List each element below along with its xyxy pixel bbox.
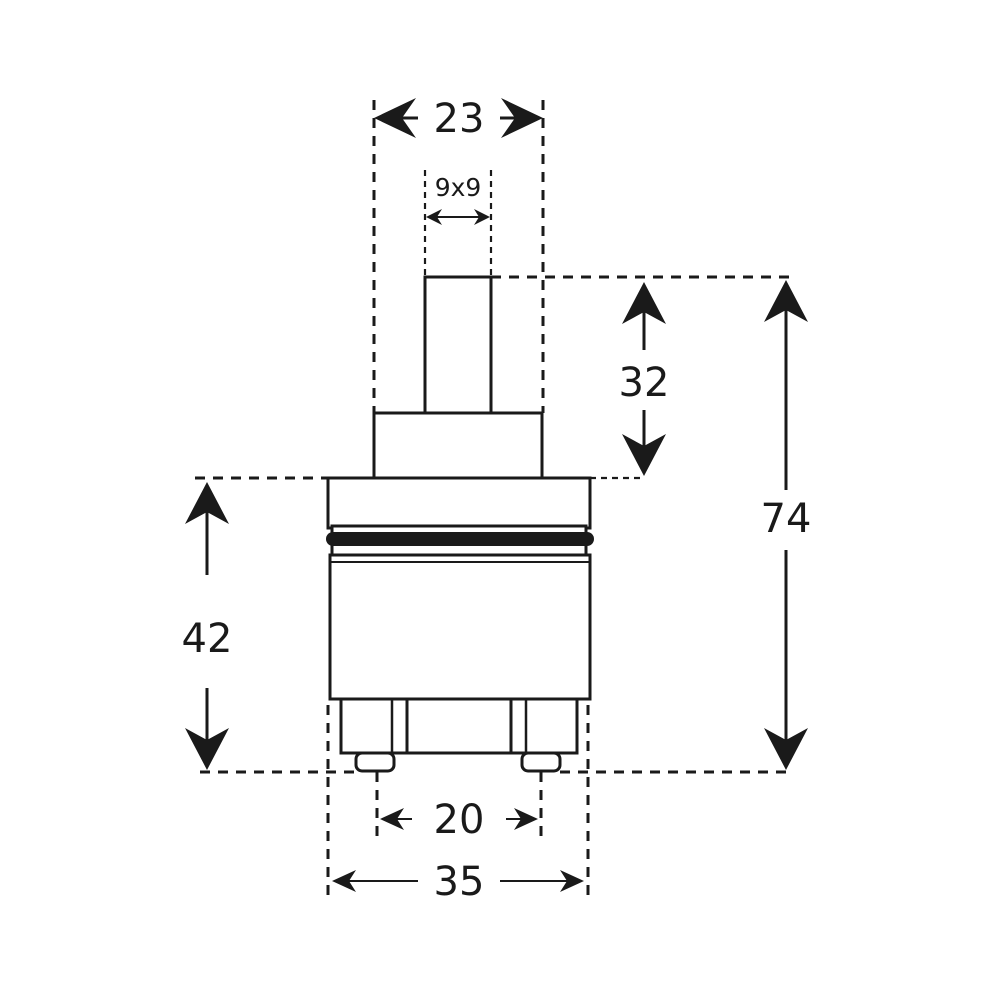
- cartridge-outline: [326, 275, 594, 773]
- left-pin-body: [339, 697, 409, 755]
- right-pin-body: [509, 697, 579, 755]
- extension-lines: [195, 100, 790, 895]
- stem: [423, 275, 493, 415]
- arrow-right-icon: [501, 98, 543, 138]
- body-top-section: [326, 476, 592, 530]
- dim-label-35: 35: [434, 859, 485, 905]
- left-pin: [354, 751, 396, 773]
- dim-top-width: 23: [374, 96, 543, 142]
- dim-label-20: 20: [434, 797, 485, 843]
- dim-stem-square: 9x9: [426, 173, 490, 225]
- arrow-up-icon: [764, 280, 808, 322]
- dim-total-height: 74: [761, 280, 812, 770]
- arrow-right-icon: [560, 870, 584, 892]
- arrow-left-icon: [380, 808, 404, 830]
- arrow-right-icon: [474, 209, 490, 225]
- arrow-down-icon: [185, 728, 229, 770]
- arrow-left-icon: [332, 870, 356, 892]
- arrow-down-icon: [764, 728, 808, 770]
- dim-label-74: 74: [761, 496, 812, 542]
- arrow-down-icon: [622, 434, 666, 476]
- dim-label-9x9: 9x9: [435, 173, 482, 202]
- dim-label-32: 32: [619, 360, 670, 406]
- arrow-left-icon: [374, 98, 416, 138]
- arrow-up-icon: [185, 482, 229, 524]
- dim-base-width: 35: [332, 859, 584, 905]
- stem-collar: [372, 411, 544, 480]
- dim-body-height: 42: [182, 482, 233, 770]
- dim-stem-height: 32: [619, 282, 670, 476]
- o-ring: [326, 532, 594, 546]
- dim-label-42: 42: [182, 616, 233, 662]
- body-lower-section: [328, 553, 592, 701]
- arrow-right-icon: [514, 808, 538, 830]
- right-pin: [520, 751, 562, 773]
- arrow-up-icon: [622, 282, 666, 324]
- dim-label-23: 23: [434, 96, 485, 142]
- arrow-left-icon: [426, 209, 442, 225]
- dim-pin-spacing: 20: [380, 797, 538, 843]
